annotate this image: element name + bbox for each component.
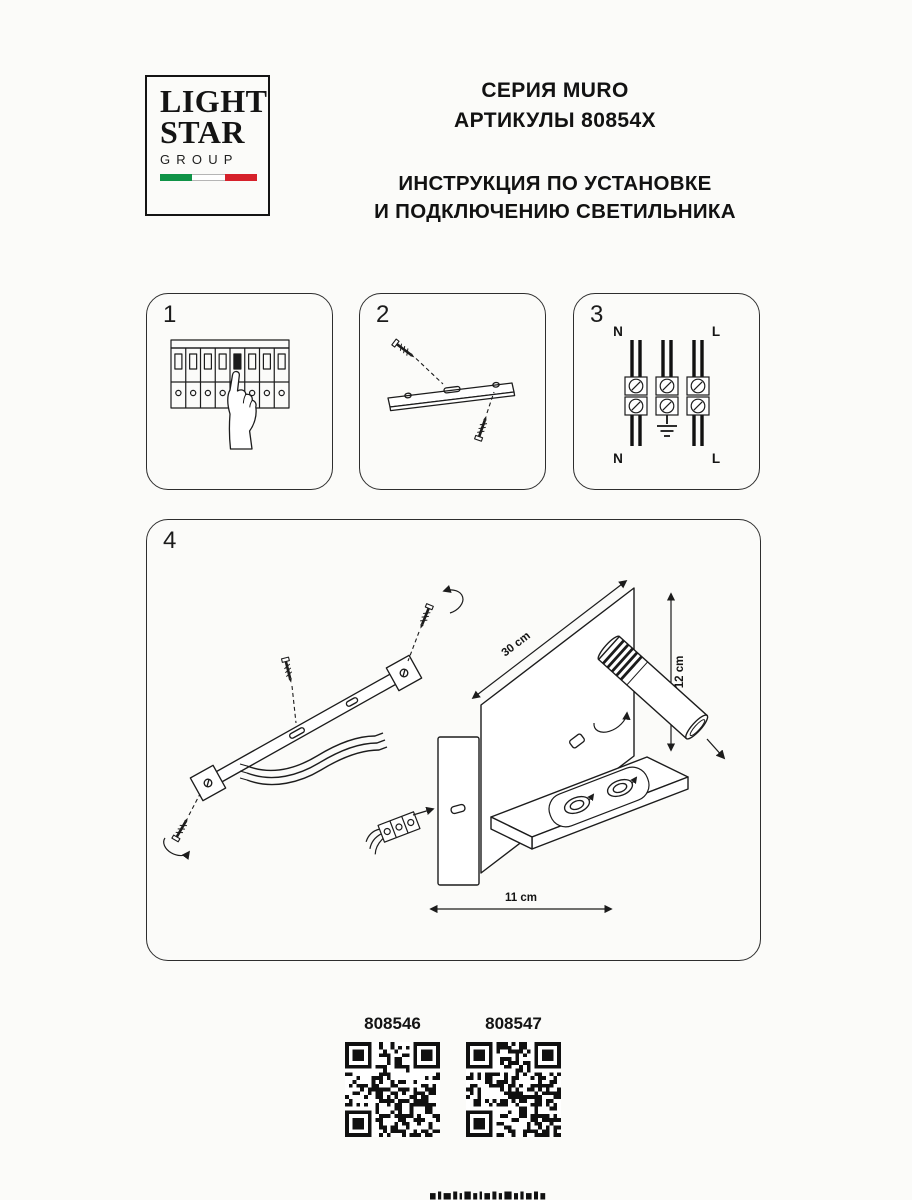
flag-white [192,174,225,181]
step-2-panel: 2 [359,293,546,490]
step-2-number: 2 [376,301,390,328]
step-3-panel: 3 N L N L [573,293,760,490]
header-block: СЕРИЯ MURO АРТИКУЛЫ 80854X ИНСТРУКЦИЯ ПО… [330,76,780,226]
series-title: СЕРИЯ MURO [481,79,629,102]
wire-label-l-bottom: L [712,451,720,466]
qr-label-808546: 808546 [364,1014,421,1033]
logo-line-1: LIGHT [160,83,268,119]
articles-title: АРТИКУЛЫ 80854X [454,109,656,132]
wire-label-n-bottom: N [613,451,623,466]
wire-label-l-top: L [712,324,720,339]
qr-code-808546 [345,1042,440,1137]
logo-line-2: STAR [160,114,245,150]
installation-exploded-diagram: 30 cm 12 cm 11 cm [163,579,726,914]
flag-green [160,174,193,181]
step-3-number: 3 [590,301,604,328]
step-4-number: 4 [163,527,177,554]
dimension-12cm: 12 cm [674,656,686,689]
dimension-30cm: 30 cm [500,630,533,659]
wire-label-n-top: N [613,324,623,339]
instruction-title-line2: И ПОДКЛЮЧЕНИЮ СВЕТИЛЬНИКА [374,200,736,223]
pointing-hand [227,370,257,450]
step-4-panel: 4 [146,519,761,961]
wiring-diagram: N L N L [613,324,720,466]
italian-flag-bar [160,174,257,181]
flag-red [224,174,257,181]
bracket-mounting-diagram [387,337,516,443]
cut-off-text [430,1191,546,1200]
logo-line-3: GROUP [160,152,239,167]
step-1-panel: 1 [146,293,333,490]
breaker-switch-diagram [170,339,290,450]
instruction-title-line1: ИНСТРУКЦИЯ ПО УСТАНОВКЕ [398,172,712,195]
qr-code-808547 [466,1042,561,1137]
dimension-11cm: 11 cm [505,892,537,904]
qr-label-808547: 808547 [485,1014,542,1033]
step-1-number: 1 [163,301,177,328]
lightstar-logo: LIGHT STAR GROUP [145,75,270,216]
